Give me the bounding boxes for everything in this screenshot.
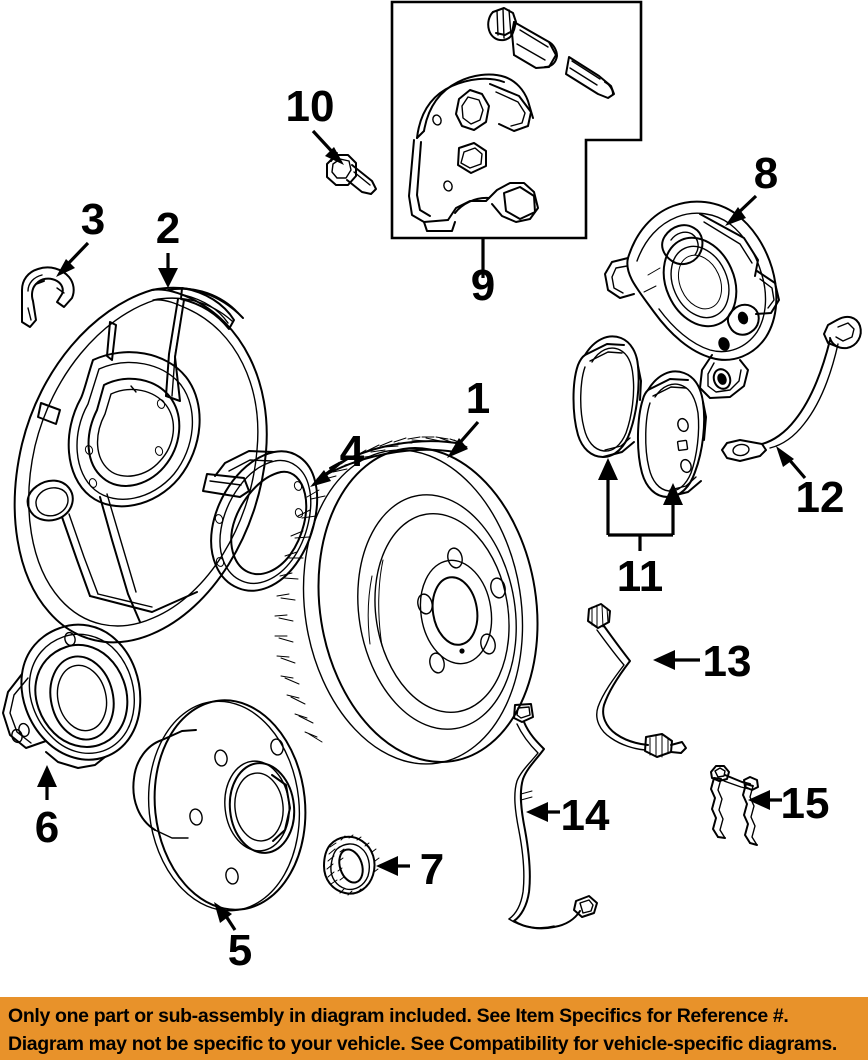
callout-7-leader bbox=[376, 856, 410, 876]
callout-5-number: 5 bbox=[228, 926, 252, 975]
wheel-hub-drawing bbox=[132, 699, 307, 912]
callout-10-leader bbox=[311, 129, 344, 165]
callout-3-leader bbox=[56, 241, 90, 277]
callout-2-number: 2 bbox=[156, 204, 180, 253]
disclaimer-line-1: Only one part or sub-assembly in diagram… bbox=[8, 1005, 789, 1027]
brake-splash-shield-drawing bbox=[13, 286, 268, 644]
caliper-slide-pin bbox=[565, 56, 615, 99]
callout-1-number: 1 bbox=[466, 374, 490, 423]
disclaimer-line-2: Diagram may not be specific to your vehi… bbox=[8, 1033, 837, 1055]
callout-11-number: 11 bbox=[617, 552, 664, 601]
pad-wear-sensor-drawing bbox=[721, 315, 862, 462]
callout-10-number: 10 bbox=[286, 82, 335, 131]
brake-caliper-drawing bbox=[604, 200, 780, 399]
callout-5-leader bbox=[214, 902, 237, 931]
callout-4-number: 4 bbox=[340, 427, 365, 476]
callout-15-number: 15 bbox=[781, 779, 830, 828]
caliper-mounting-bracket-drawing bbox=[408, 73, 539, 232]
callout-13-number: 13 bbox=[703, 637, 752, 686]
callout-14-leader bbox=[526, 802, 560, 822]
callout-6-leader bbox=[37, 765, 57, 800]
wheel-bearing-housing-drawing bbox=[2, 623, 142, 769]
disclaimer-banner: Only one part or sub-assembly in diagram… bbox=[0, 997, 868, 1060]
callout-6-number: 6 bbox=[35, 803, 59, 852]
caliper-bracket-detail-box bbox=[390, 0, 643, 240]
callout-13-leader bbox=[653, 650, 700, 670]
callout-1-leader bbox=[447, 420, 480, 458]
brake-pad-hardware-clip-drawing bbox=[710, 765, 759, 846]
guide-pin-with-boot bbox=[487, 7, 558, 69]
callout-7-number: 7 bbox=[420, 845, 444, 894]
callout-8-number: 8 bbox=[754, 149, 778, 198]
brake-rotor-drawing bbox=[274, 436, 539, 765]
callout-14-number: 14 bbox=[561, 791, 610, 840]
callout-2-leader bbox=[158, 253, 178, 288]
brake-hose-drawing bbox=[587, 603, 687, 758]
brake-pad-outer-drawing bbox=[636, 370, 707, 498]
retaining-clip-drawing bbox=[21, 266, 75, 328]
callout-12-number: 12 bbox=[796, 473, 845, 522]
callout-12-leader bbox=[776, 446, 807, 480]
callout-3-number: 3 bbox=[81, 195, 105, 244]
callout-8-leader bbox=[725, 194, 758, 226]
callout-11-leader bbox=[598, 458, 683, 551]
brake-pad-inner-drawing bbox=[572, 335, 642, 458]
callout-9-number: 9 bbox=[471, 261, 495, 310]
axle-hub-nut-drawing bbox=[323, 834, 380, 896]
abs-wheel-speed-sensor-drawing bbox=[508, 703, 598, 930]
callout-15-leader bbox=[748, 790, 782, 810]
